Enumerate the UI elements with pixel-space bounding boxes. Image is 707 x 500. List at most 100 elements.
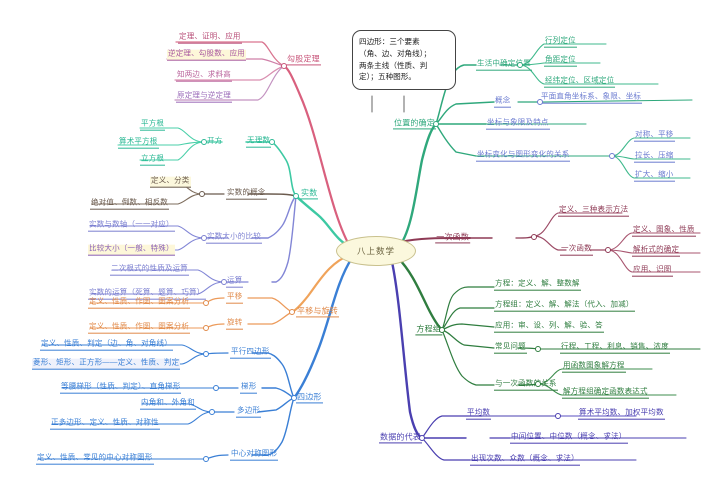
node-pythagoras-original-vs-converse[interactable]: 原定理与逆定理 <box>176 91 232 103</box>
junction-dot-operations <box>221 279 227 285</box>
node-pythagoras-two-sides-height[interactable]: 知两边、求斜高 <box>176 70 232 82</box>
junction-dot-trapezoid <box>213 385 219 391</box>
junction-dot-common-problems <box>535 346 541 352</box>
node-angle-distance-positioning[interactable]: 角距定位 <box>544 55 577 67</box>
node-real-number-operations[interactable]: 运算 <box>226 276 244 288</box>
node-pythagoras-converse[interactable]: 逆定理、勾股数、应用 <box>167 49 246 61</box>
node-square-root[interactable]: 平方根 <box>140 119 166 131</box>
node-isosceles-right-trapezoid[interactable]: 等腰梯形（性质、判定）、直角梯形 <box>60 382 182 394</box>
node-central-symmetry-definition[interactable]: 定义、性质、常见的中心对称图形 <box>36 453 154 465</box>
node-translation-definition-properties[interactable]: 定义、性质、作图、图案分析 <box>88 297 191 309</box>
junction-dot-root <box>201 139 207 145</box>
note-line-1: 四边形：三个要素 <box>359 37 420 46</box>
junction-dot-real-number <box>293 193 299 199</box>
node-relation-to-linear-function[interactable]: 与一次函数的关系 <box>494 379 558 391</box>
quadrilateral-note-callout: 四边形：三个要素 （角、边、对角线）； 两条主线（性质、判 定）；五种图形。 <box>352 30 456 91</box>
node-application-steps[interactable]: 应用：审、设、列、解、验、答 <box>494 321 604 333</box>
central-topic[interactable]: 八上数学 <box>336 236 416 266</box>
node-compare-size-general-special[interactable]: 比较大小（一般、特殊） <box>88 244 175 256</box>
junction-dot-real-concept <box>199 191 205 197</box>
junction-dot-coordinate-change <box>609 153 615 159</box>
node-interior-exterior-angle-sum[interactable]: 内角和、外角和 <box>140 398 196 410</box>
junction-dot-equations <box>439 327 445 333</box>
node-enlarge-shrink[interactable]: 扩大、缩小 <box>634 170 675 182</box>
node-polygon[interactable]: 多边形 <box>236 406 262 418</box>
node-determine-expression-by-system[interactable]: 解方程组确定函数表达式 <box>562 387 649 399</box>
node-rotation-definition-properties[interactable]: 定义、性质、作图、图案分析 <box>88 322 191 334</box>
junction-dot-data <box>419 435 425 441</box>
node-real-number-arithmetic[interactable]: 实数的运算（死算、题算、巧算） <box>88 288 206 300</box>
node-pythagoras-theorem-proof-application[interactable]: 定理、证明、应用 <box>178 32 242 44</box>
node-trapezoid[interactable]: 梯形 <box>240 382 258 394</box>
node-coordinates-and-quadrant-features[interactable]: 坐标与象限及特点 <box>486 118 550 130</box>
node-function-definition-representations[interactable]: 定义、三种表示方法 <box>558 205 630 217</box>
node-linear-function-sub[interactable]: 一次函数 <box>560 244 593 256</box>
node-locating-in-daily-life[interactable]: 生活中确定位置 <box>476 59 532 71</box>
branch-quadrilaterals[interactable]: 四边形 <box>296 392 323 404</box>
node-coordinate-concept[interactable]: 概念 <box>494 96 512 108</box>
node-arithmetic-weighted-mean[interactable]: 算术平均数、加权平均数 <box>578 408 665 420</box>
node-central-symmetric-figure[interactable]: 中心对称图形 <box>230 449 279 461</box>
node-rhombus-rectangle-square[interactable]: 菱形、矩形、正方形——定义、性质、判定 <box>32 358 181 370</box>
node-row-column-positioning[interactable]: 行列定位 <box>544 36 577 48</box>
junction-dot-relation-linear <box>535 381 541 387</box>
branch-pythagorean-theorem[interactable]: 勾股定理 <box>286 54 321 66</box>
node-root-extraction[interactable]: 开方 <box>207 136 223 146</box>
junction-dot-mean <box>555 413 561 419</box>
junction-dot-quadrilateral <box>291 395 297 401</box>
node-parallelogram-definition-properties[interactable]: 定义、性质、判定（边、角、对角线） <box>40 339 173 351</box>
node-absolute-reciprocal-opposite[interactable]: 绝对值、倒数、相反数 <box>90 198 169 210</box>
node-cartesian-plane-quadrant-coordinates[interactable]: 平面直角坐标系、象限、坐标 <box>540 92 643 104</box>
junction-dot-pythagoras <box>281 63 287 69</box>
node-translation[interactable]: 平移 <box>226 292 244 304</box>
note-line-3: 两条主线（性质、判 <box>359 60 428 70</box>
junction-dot-parallelogram <box>203 351 209 357</box>
node-symmetry-translation[interactable]: 对称、平移 <box>634 130 675 142</box>
junction-dot-linear-2 <box>605 247 611 253</box>
branch-real-numbers[interactable]: 实数 <box>300 188 319 200</box>
branch-translation-rotation[interactable]: 平移与旋转 <box>296 306 339 318</box>
node-linear-function-definition-graph-properties[interactable]: 定义、图象、性质 <box>632 225 696 237</box>
junction-dot-translation <box>203 300 209 306</box>
node-cube-root[interactable]: 立方根 <box>140 154 166 166</box>
junction-dot-compare <box>201 235 207 241</box>
node-irrational-numbers[interactable]: 无理数 <box>246 136 272 148</box>
node-equation-definition-solution[interactable]: 方程：定义、解、整数解 <box>494 279 581 291</box>
node-quadratic-radical-properties[interactable]: 二次根式的性质及运算 <box>110 264 189 276</box>
node-mean[interactable]: 平均数 <box>466 408 492 420</box>
node-coordinate-change-figure-change[interactable]: 坐标变化与图形变化的关系 <box>476 150 571 162</box>
node-regular-polygon-symmetry[interactable]: 正多边形、定义、性质、对称性 <box>50 418 160 430</box>
junction-dot-polygon <box>209 409 215 415</box>
node-common-problems[interactable]: 常见问题 <box>494 342 527 354</box>
node-real-numbers-number-line[interactable]: 实数与数轴（一一对应） <box>88 220 175 232</box>
branch-linear-function[interactable]: 一次函数 <box>435 232 470 244</box>
junction-dot-daily-life <box>517 62 523 68</box>
node-parallelogram[interactable]: 平行四边形 <box>230 347 271 359</box>
node-arithmetic-square-root[interactable]: 算术平方根 <box>118 137 159 149</box>
node-real-number-concept[interactable]: 实数的概念 <box>226 188 267 200</box>
node-definition-classification[interactable]: 定义、分类 <box>150 176 191 188</box>
junction-dot-rotation <box>203 325 209 331</box>
node-latitude-longitude-region-positioning[interactable]: 经纬定位、区域定位 <box>544 76 616 88</box>
node-stretch-compress[interactable]: 拉长、压缩 <box>634 151 675 163</box>
node-mode[interactable]: 出现次数、众数（概念、求法） <box>470 454 580 466</box>
junction-dot-central-symmetry <box>203 456 209 462</box>
note-line-4: 定）；五种图形。 <box>359 72 416 82</box>
node-application-graph-reading[interactable]: 应用、识图 <box>632 265 673 277</box>
node-solve-equation-by-graph[interactable]: 用函数图象解方程 <box>562 361 626 373</box>
junction-dot-linear-1 <box>531 234 537 240</box>
node-system-definition-solution-methods[interactable]: 方程组：定义、解、解法（代入、加减） <box>494 300 635 312</box>
junction-dot-translate-rotate <box>289 309 295 315</box>
node-determining-analytic-expression[interactable]: 解析式的确定 <box>632 245 681 257</box>
note-line-2: （角、边、对角线）； <box>359 48 432 58</box>
branch-systems-of-equations[interactable]: 方程组 <box>415 324 442 336</box>
node-common-problem-types[interactable]: 行程、工程、利息、销售、浓度 <box>560 342 670 354</box>
node-median[interactable]: 中间位置、中位数（概念、求法） <box>510 432 628 444</box>
node-real-number-comparison[interactable]: 实数大小的比较 <box>206 232 262 244</box>
junction-dot-irrational <box>269 139 275 145</box>
branch-data-representatives[interactable]: 数据的代表 <box>379 432 422 444</box>
junction-dot-concept <box>537 99 543 105</box>
node-rotation[interactable]: 旋转 <box>226 318 244 330</box>
branch-position-determination[interactable]: 位置的确定 <box>393 118 436 130</box>
